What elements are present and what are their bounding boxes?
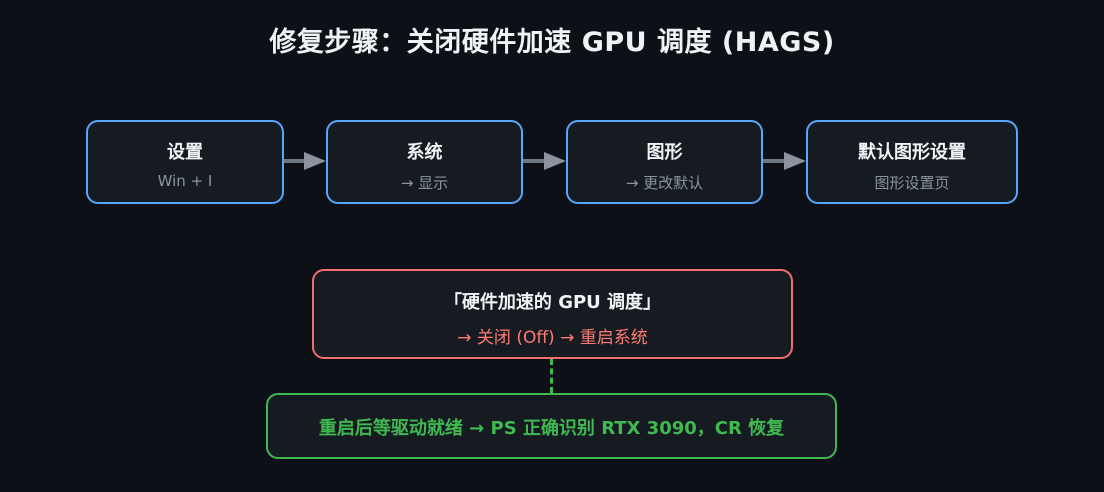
- action-subtitle: → 关闭 (Off) → 重启系统: [457, 328, 648, 348]
- dashed-connector: [550, 359, 553, 393]
- step-graphics: 图形 → 更改默认: [566, 120, 763, 204]
- action-title: 「硬件加速的 GPU 调度」: [443, 292, 662, 313]
- result-text: 重启后等驱动就绪 → PS 正确识别 RTX 3090，CR 恢复: [318, 418, 785, 439]
- action-box: 「硬件加速的 GPU 调度」 → 关闭 (Off) → 重启系统: [312, 269, 793, 359]
- step-default-graphics-title: 默认图形设置: [858, 142, 966, 163]
- step-settings-subtitle: Win + I: [157, 172, 213, 190]
- step-system: 系统 → 显示: [326, 120, 523, 204]
- step-settings-title: 设置: [167, 142, 203, 163]
- diagram-title: 修复步骤：关闭硬件加速 GPU 调度 (HAGS): [269, 27, 835, 58]
- step-graphics-title: 图形: [646, 142, 683, 163]
- step-settings: 设置 Win + I: [86, 120, 284, 204]
- step-system-title: 系统: [406, 142, 443, 163]
- step-default-graphics-subtitle: 图形设置页: [874, 174, 950, 192]
- step-graphics-subtitle: → 更改默认: [625, 174, 704, 192]
- step-default-graphics-settings: 默认图形设置 图形设置页: [806, 120, 1018, 204]
- result-box: 重启后等驱动就绪 → PS 正确识别 RTX 3090，CR 恢复: [266, 393, 837, 459]
- step-system-subtitle: → 显示: [400, 174, 449, 192]
